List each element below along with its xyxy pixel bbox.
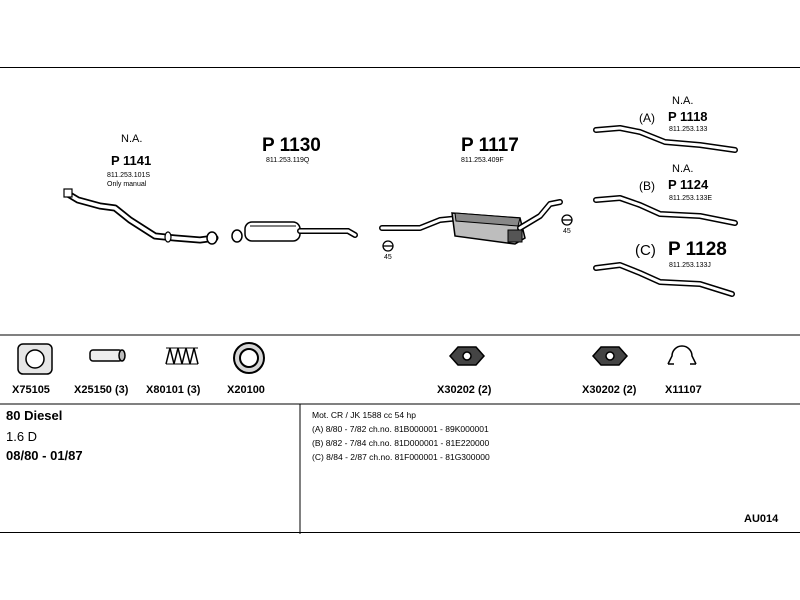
hanger-icon-right — [561, 214, 573, 226]
engine-line-a: (A) 8/80 - 7/82 ch.no. 81B000001 - 89K00… — [312, 424, 489, 434]
vehicle-model: 80 Diesel — [6, 408, 63, 423]
p1118-na: N.A. — [672, 95, 694, 107]
p1141-note: Only manual — [107, 181, 147, 188]
accessory-code-x80101: X80101 (3) — [146, 384, 201, 396]
p1130-part: P 1130 — [262, 135, 321, 156]
vehicle-engine: 1.6 D — [6, 429, 38, 444]
p1118-code: 811.253.133 — [669, 126, 708, 133]
p1117-part: P 1117 — [461, 135, 519, 156]
angle-right: 45 — [563, 228, 571, 235]
flange-gasket-icon — [17, 343, 53, 375]
rubber-mount-icon-2 — [591, 346, 629, 366]
hanger-icon-left — [382, 240, 394, 252]
clamp-icon — [667, 345, 697, 365]
accessory-code-x11107: X11107 — [665, 384, 702, 396]
front-pipe-p1141 — [63, 188, 219, 245]
rear-silencer-p1117 — [379, 199, 563, 245]
p1128-part: P 1128 — [668, 239, 727, 260]
variant-c-letter: (C) — [635, 242, 656, 259]
p1117-code: 811.253.409F — [461, 157, 504, 164]
accessory-code-x30202-1: X30202 (2) — [437, 384, 492, 396]
tailpipe-p1124 — [593, 195, 738, 226]
tailpipe-p1118 — [593, 125, 738, 153]
variant-a-letter: (A) — [639, 111, 655, 125]
variant-b-letter: (B) — [639, 179, 655, 193]
ring-gasket-icon — [233, 342, 265, 374]
accessory-code-x30202-2: X30202 (2) — [582, 384, 637, 396]
engine-line-b: (B) 8/82 - 7/84 ch.no. 81D000001 - 81E22… — [312, 438, 490, 448]
engine-header: Mot. CR / JK 1588 cc 54 hp — [312, 410, 416, 420]
p1130-code: 811.253.119Q — [266, 157, 310, 164]
p1124-na: N.A. — [672, 163, 694, 175]
p1141-part: P 1141 — [111, 153, 152, 168]
p1141-na: N.A. — [121, 133, 143, 145]
angle-left: 45 — [384, 254, 392, 261]
accessory-code-x25150: X25150 (3) — [74, 384, 129, 396]
p1141-code: 811.253.101S — [107, 172, 151, 179]
p1124-code: 811.253.133E — [669, 195, 713, 202]
accessory-code-x20100: X20100 — [227, 384, 265, 396]
spring-icon — [165, 347, 199, 365]
p1118-part: P 1118 — [668, 109, 708, 124]
diagram-frame: N.A. P 1141 811.253.101S Only manual P 1… — [0, 67, 800, 534]
sleeve-icon — [89, 349, 126, 362]
vehicle-period: 08/80 - 01/87 — [6, 448, 83, 463]
middle-silencer-p1130 — [231, 221, 358, 243]
accessory-code-x75105: X75105 — [12, 384, 50, 396]
rubber-mount-icon-1 — [448, 346, 486, 366]
engine-line-c: (C) 8/84 - 2/87 ch.no. 81F000001 - 81G30… — [312, 452, 490, 462]
p1128-code: 811.253.133J — [669, 262, 711, 269]
p1124-part: P 1124 — [668, 177, 709, 192]
exhaust-diagram — [0, 125, 800, 534]
tailpipe-p1128 — [593, 262, 735, 297]
reference-code: AU014 — [744, 513, 779, 525]
